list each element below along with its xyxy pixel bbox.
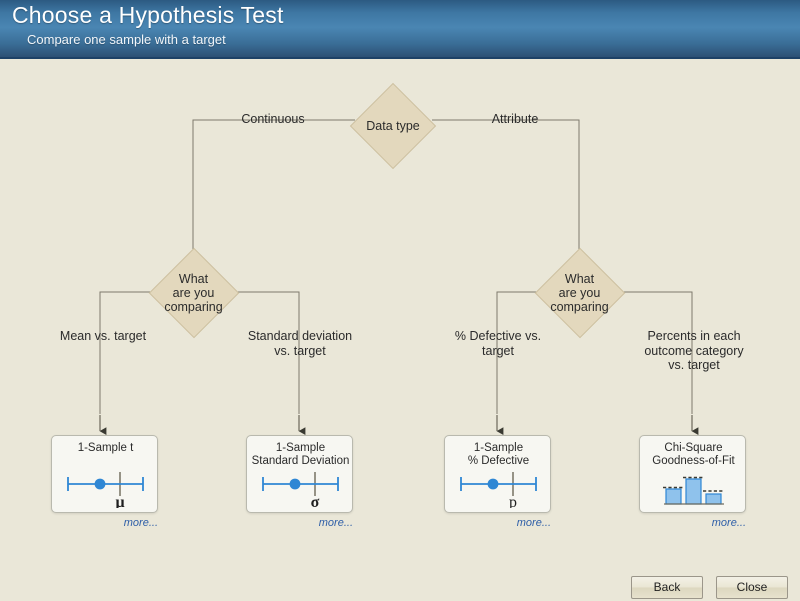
- edge-label-percents-each-category: Percents in each outcome category vs. ta…: [644, 329, 744, 372]
- chart-bar: [705, 493, 722, 505]
- window-header: Choose a Hypothesis Test Compare one sam…: [0, 0, 800, 59]
- more-link-1-sample-pct-defective[interactable]: more...: [516, 517, 551, 529]
- branch-label-continuous: Continuous: [241, 112, 305, 126]
- confidence-interval-icon: μ: [67, 472, 144, 508]
- edge-label-mean-vs-target: Mean vs. target: [59, 329, 147, 343]
- page-title: Choose a Hypothesis Test: [12, 2, 284, 28]
- decision-node-label: Data type: [366, 119, 420, 133]
- test-card-title: Chi-Square Goodness-of-Fit: [652, 442, 735, 467]
- chart-bar: [665, 488, 682, 505]
- decision-node-label: What are you comparing: [550, 271, 609, 314]
- branch-label-attribute: Attribute: [491, 112, 539, 126]
- decision-node-compare-continuous[interactable]: What are you comparing: [148, 247, 239, 338]
- more-link-1-sample-t[interactable]: more...: [123, 517, 158, 529]
- test-card-1-sample-standard-deviation[interactable]: 1-Sample Standard Deviation σ: [246, 435, 353, 513]
- test-card-title: 1-Sample Standard Deviation: [251, 442, 350, 467]
- page-subtitle: Compare one sample with a target: [27, 32, 226, 47]
- decision-node-data-type[interactable]: Data type: [349, 82, 437, 170]
- decision-node-label: What are you comparing: [164, 271, 223, 314]
- edge-label-pct-defective-vs-target: % Defective vs. target: [454, 329, 542, 358]
- parameter-symbol: σ: [311, 494, 320, 508]
- test-card-title: 1-Sample t: [77, 442, 134, 454]
- confidence-interval-icon: p: [460, 472, 537, 508]
- more-link-chi-square-goodness-of-fit[interactable]: more...: [711, 517, 746, 529]
- flow-connectors: [99, 119, 699, 436]
- close-button[interactable]: Close: [716, 576, 788, 599]
- flowchart-canvas: Data type Continuous Attribute What are …: [0, 59, 800, 601]
- decision-node-compare-attribute[interactable]: What are you comparing: [534, 247, 625, 338]
- test-card-1-sample-t[interactable]: 1-Sample t μ: [51, 435, 158, 513]
- bar-chart-icon: [663, 476, 724, 505]
- test-card-1-sample-pct-defective[interactable]: 1-Sample % Defective p: [444, 435, 551, 513]
- confidence-interval-icon: σ: [262, 472, 339, 508]
- test-card-title: 1-Sample % Defective: [467, 442, 530, 467]
- chart-bar: [685, 478, 702, 505]
- more-link-1-sample-standard-deviation[interactable]: more...: [318, 517, 353, 529]
- edge-label-stdev-vs-target: Standard deviation vs. target: [247, 329, 353, 358]
- back-button[interactable]: Back: [631, 576, 703, 599]
- parameter-symbol: p: [509, 494, 517, 508]
- parameter-symbol: μ: [115, 494, 124, 508]
- test-card-chi-square-goodness-of-fit[interactable]: Chi-Square Goodness-of-Fit: [639, 435, 746, 513]
